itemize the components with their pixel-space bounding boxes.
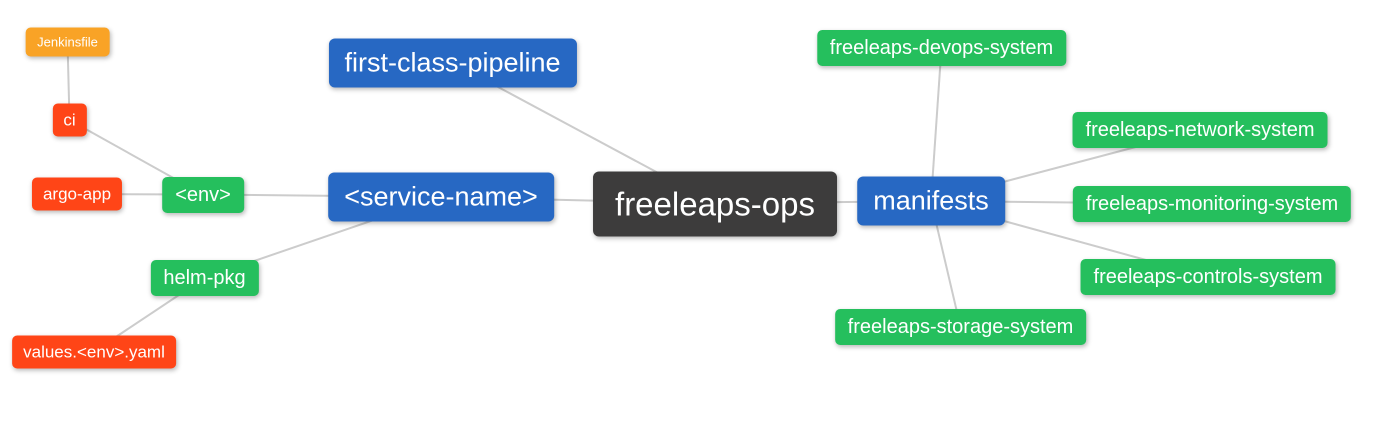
node-freeleaps-devops-system[interactable]: freeleaps-devops-system xyxy=(816,29,1067,66)
node-freeleaps-ops-root[interactable]: freeleaps-ops xyxy=(593,171,837,236)
node-freeleaps-controls-system[interactable]: freeleaps-controls-system xyxy=(1080,259,1336,295)
node-values-env-yaml[interactable]: values.<env>.yaml xyxy=(12,335,176,368)
node-first-class-pipeline[interactable]: first-class-pipeline xyxy=(328,38,577,87)
node-freeleaps-storage-system[interactable]: freeleaps-storage-system xyxy=(834,309,1087,345)
node-ci[interactable]: ci xyxy=(52,103,87,137)
node-service-name[interactable]: <service-name> xyxy=(328,172,554,222)
node-manifests[interactable]: manifests xyxy=(857,176,1005,226)
node-argo-app[interactable]: argo-app xyxy=(31,177,123,211)
node-helm-pkg[interactable]: helm-pkg xyxy=(150,260,259,296)
edge-manifests-devops-system xyxy=(930,47,943,202)
node-freeleaps-network-system[interactable]: freeleaps-network-system xyxy=(1072,112,1328,148)
node-env[interactable]: <env> xyxy=(162,176,244,213)
node-jenkinsfile[interactable]: Jenkinsfile xyxy=(25,27,110,57)
node-freeleaps-monitoring-system[interactable]: freeleaps-monitoring-system xyxy=(1072,186,1352,222)
